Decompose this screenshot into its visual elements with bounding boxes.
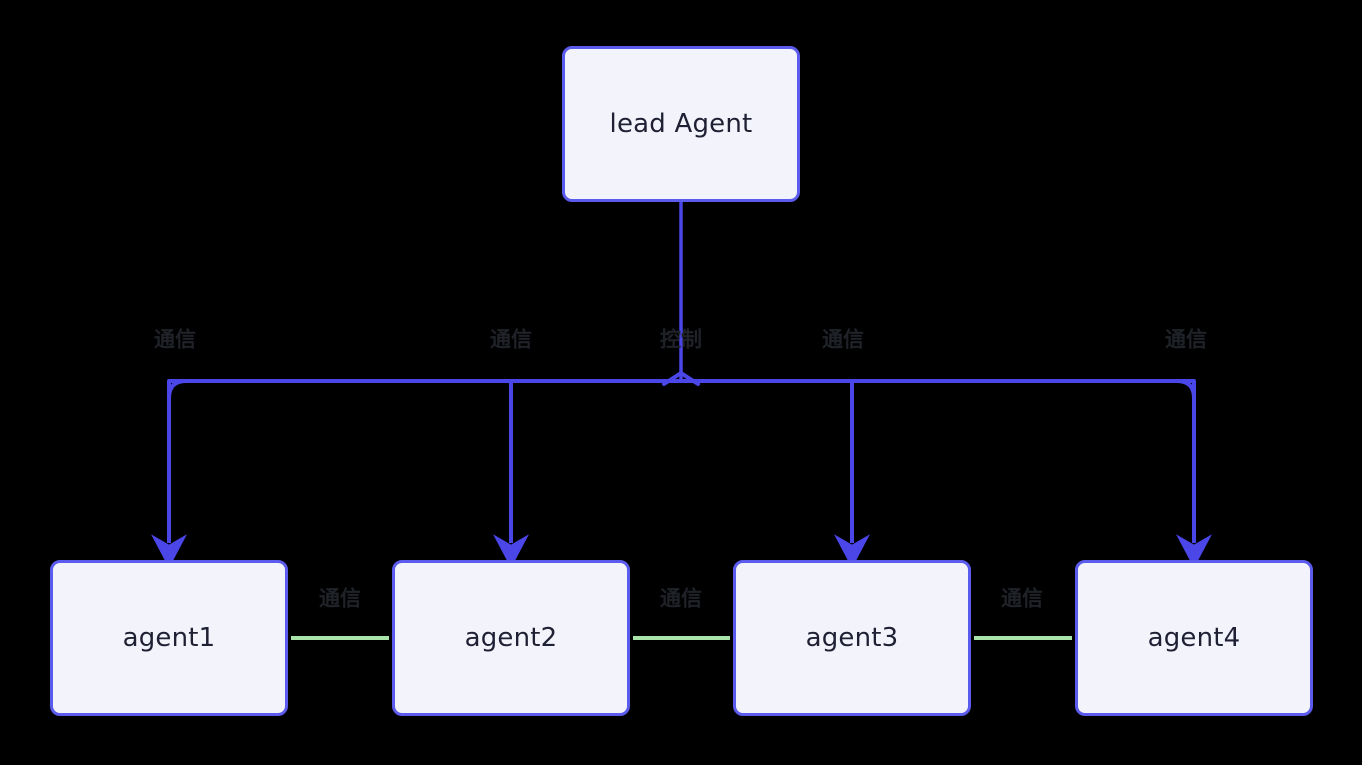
node-lead-agent-label: lead Agent: [609, 109, 753, 139]
bus-junction-peak: [662, 371, 700, 386]
node-agent3-label: agent3: [805, 623, 899, 653]
edge-label-lead-control: 控制: [660, 327, 702, 352]
node-agent4-label: agent4: [1147, 623, 1241, 653]
node-agent1-label: agent1: [122, 623, 216, 653]
bus-corner-right: [1175, 379, 1196, 400]
bus-corner-left: [167, 379, 188, 400]
node-lead-agent[interactable]: lead Agent: [562, 46, 800, 202]
edge-label-bus-to-agent1: 通信: [154, 327, 196, 352]
node-agent4[interactable]: agent4: [1075, 560, 1313, 716]
edge-label-bus-to-agent3: 通信: [822, 327, 864, 352]
node-agent3[interactable]: agent3: [733, 560, 971, 716]
edge-label-agent2-agent3: 通信: [660, 586, 702, 611]
node-agent2-label: agent2: [464, 623, 558, 653]
edge-label-bus-to-agent2: 通信: [490, 327, 532, 352]
edge-label-agent1-agent2: 通信: [319, 586, 361, 611]
node-agent1[interactable]: agent1: [50, 560, 288, 716]
edge-label-bus-to-agent4: 通信: [1165, 327, 1207, 352]
node-agent2[interactable]: agent2: [392, 560, 630, 716]
edge-label-agent3-agent4: 通信: [1001, 586, 1043, 611]
